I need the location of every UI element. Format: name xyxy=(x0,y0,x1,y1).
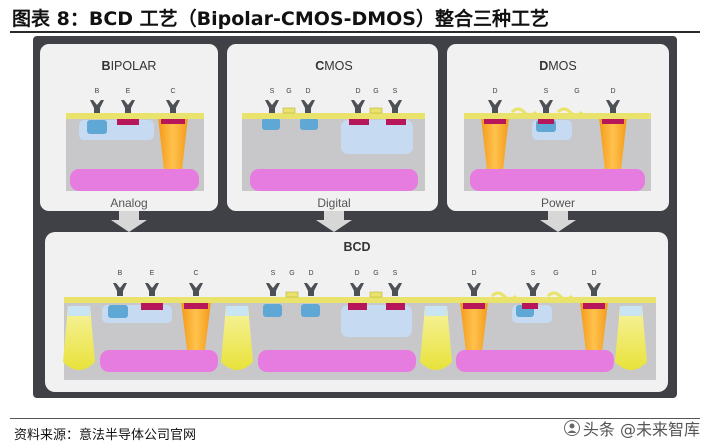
dmos-terminal-d: D xyxy=(610,88,615,95)
bcd-terminal-b: B xyxy=(118,270,123,277)
nmos-source xyxy=(262,118,280,130)
bipolar-collector-sinker xyxy=(158,117,188,170)
cmos-terminal-s: S xyxy=(270,88,275,95)
bipolar-panel-title: BIPOLAR xyxy=(102,59,157,73)
cmos-terminal-d: D xyxy=(355,88,360,95)
dmos-buried-layer xyxy=(470,169,645,191)
dmos-oxide xyxy=(464,113,651,119)
power-caption: Power xyxy=(541,196,575,210)
nmos-drain xyxy=(300,118,318,130)
down-arrow-icon xyxy=(540,211,576,232)
dmos-terminal-g: G xyxy=(574,88,579,95)
dmos-terminal-d: D xyxy=(492,88,497,95)
bipolar-oxide xyxy=(66,113,204,119)
bipolar-emitter-region xyxy=(117,117,139,125)
bipolar-buried-layer xyxy=(70,169,199,191)
bipolar-terminal-e: E xyxy=(126,88,131,95)
bcd-terminal-g: G xyxy=(289,270,294,277)
bcd-buried-layer xyxy=(258,350,416,372)
cmos-terminal-g: G xyxy=(286,88,291,95)
bcd-terminal-g: G xyxy=(373,270,378,277)
pmos-gate xyxy=(369,107,383,114)
bcd-terminal-d: D xyxy=(591,270,596,277)
figure-title: 图表 8：BCD 工艺（Bipolar-CMOS-DMOS）整合三种工艺 xyxy=(12,8,549,30)
source-divider xyxy=(10,418,700,419)
dmos-field-plate xyxy=(510,107,584,117)
nmos-gate xyxy=(282,107,296,114)
dmos-terminal-s: S xyxy=(544,88,549,95)
bcd-terminal-s: S xyxy=(531,270,536,277)
bcd-oxide xyxy=(64,297,656,303)
watermark: 头条 @未来智库 xyxy=(563,416,700,440)
bcd-terminal-d: D xyxy=(308,270,313,277)
bipolar-panel: BIPOLAR B E C Analog xyxy=(40,44,218,211)
dmos-panel: DMOS D S G D Power xyxy=(447,44,669,211)
digital-caption: Digital xyxy=(317,196,350,210)
person-avatar-icon xyxy=(563,420,580,436)
isolation-column xyxy=(63,306,95,370)
cmos-terminal-s: S xyxy=(393,88,398,95)
bcd-panel-title: BCD xyxy=(343,240,370,254)
bcd-terminal-s: S xyxy=(393,270,398,277)
bcd-terminal-d: D xyxy=(354,270,359,277)
cmos-oxide xyxy=(242,113,425,119)
cmos-nwell xyxy=(341,120,413,154)
isolation-column xyxy=(615,306,647,370)
dmos-drain-sinker-right xyxy=(599,117,627,170)
bcd-terminal-c: C xyxy=(193,270,198,277)
title-underline xyxy=(10,31,700,33)
bcd-terminal-d: D xyxy=(471,270,476,277)
down-arrow-icon xyxy=(316,211,352,232)
isolation-column xyxy=(420,306,452,370)
analog-caption: Analog xyxy=(110,196,147,210)
cmos-panel: CMOS S G D D G S Digital xyxy=(227,44,438,211)
cmos-terminal-d: D xyxy=(305,88,310,95)
pmos-source xyxy=(386,117,406,125)
bipolar-terminal-c: C xyxy=(170,88,175,95)
bipolar-terminal-b: B xyxy=(95,88,100,95)
dmos-panel-title: DMOS xyxy=(539,59,577,73)
down-arrow-icon xyxy=(111,211,147,232)
bcd-panel: BCD B E C S G D D G S D S G D xyxy=(45,232,668,392)
pmos-drain xyxy=(349,117,369,125)
bcd-terminal-g: G xyxy=(553,270,558,277)
bipolar-base-region xyxy=(87,120,107,134)
source-note: 资料来源：意法半导体公司官网 xyxy=(14,428,197,443)
watermark-text: 头条 @未来智库 xyxy=(582,420,700,439)
dmos-drain-sinker-left xyxy=(481,117,509,170)
bcd-terminal-s: S xyxy=(271,270,276,277)
isolation-column xyxy=(221,306,253,370)
bcd-terminal-e: E xyxy=(150,270,155,277)
cmos-panel-title: CMOS xyxy=(315,59,353,73)
bcd-buried-layer xyxy=(456,350,614,372)
cmos-terminal-g: G xyxy=(373,88,378,95)
cmos-buried-layer xyxy=(250,169,418,191)
bcd-buried-layer xyxy=(100,350,218,372)
